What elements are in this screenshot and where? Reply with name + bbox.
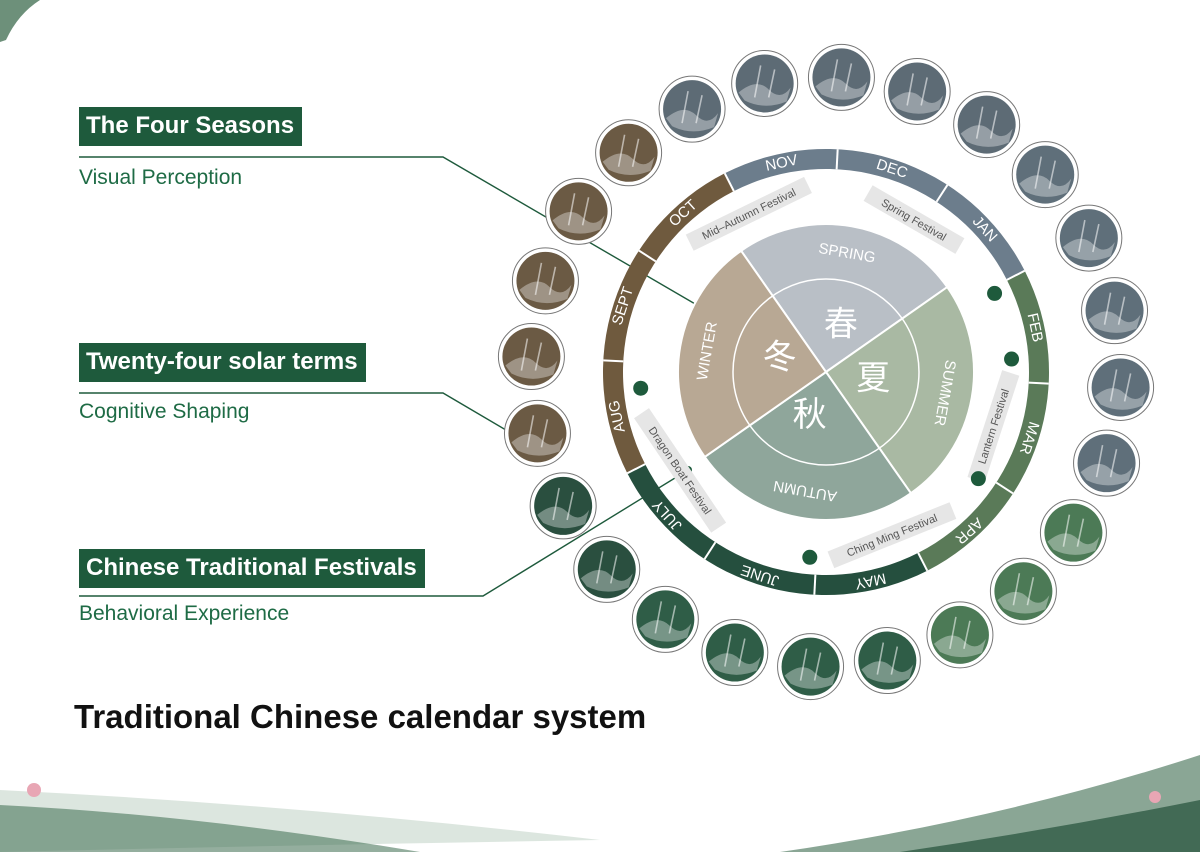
festival-marker — [1004, 351, 1020, 367]
solar-term-thumbnail — [1011, 141, 1079, 209]
solar-term-thumbnail — [807, 43, 875, 111]
season-sector — [824, 285, 975, 495]
solar-term-thumbnail — [1081, 277, 1149, 345]
solar-term-thumbnail — [883, 57, 951, 125]
solar-term-thumbnail — [658, 75, 726, 143]
solar-term-thumbnail — [503, 399, 571, 467]
solar-term-thumbnail — [1087, 353, 1155, 421]
season-character: 春 — [824, 304, 858, 344]
month-label: AUG — [605, 399, 628, 434]
festival-marker — [970, 471, 986, 487]
category-subtitle-festivals: Behavioral Experience — [79, 602, 290, 625]
solar-term-thumbnail — [926, 601, 994, 669]
solar-term-thumbnails — [497, 43, 1155, 701]
connector-line — [79, 469, 689, 597]
category-subtitle-seasons: Visual Perception — [79, 166, 243, 189]
solar-term-thumbnail — [497, 323, 565, 391]
category-heading-festivals: Chinese Traditional Festivals — [79, 549, 425, 588]
festival-name: Spring Festival — [879, 197, 948, 244]
month-label: FEB — [1024, 312, 1047, 344]
solar-term-thumbnail — [777, 633, 845, 701]
page-title: Traditional Chinese calendar system — [74, 698, 647, 735]
season-character: 冬 — [763, 338, 797, 378]
month-ring-segment — [918, 270, 1050, 571]
category-subtitle-solar-terms: Cognitive Shaping — [79, 400, 250, 423]
solar-term-thumbnail — [953, 91, 1021, 159]
solar-term-thumbnail — [853, 627, 921, 695]
solar-term-thumbnail — [989, 557, 1057, 625]
solar-term-thumbnail — [595, 119, 663, 187]
season-sector — [739, 223, 949, 374]
month-ring-segment — [627, 464, 928, 596]
month-ring-segment — [724, 149, 1025, 280]
solar-term-thumbnail — [1039, 499, 1107, 567]
month-label: MAY — [853, 569, 887, 592]
month-ring-segment — [603, 173, 734, 474]
solar-term-thumbnail — [511, 247, 579, 315]
month-label: NOV — [764, 151, 799, 174]
solar-term-thumbnail — [1073, 429, 1141, 497]
season-character: 秋 — [793, 395, 827, 435]
festival-marker — [987, 285, 1003, 301]
connector-line — [79, 156, 758, 341]
solar-term-thumbnail — [731, 49, 799, 117]
flower-icon — [1149, 791, 1161, 803]
solar-term-thumbnail — [529, 472, 597, 540]
solar-term-thumbnail — [631, 585, 699, 653]
solar-term-thumbnail — [1055, 204, 1123, 272]
season-sector — [703, 370, 913, 521]
festival-marker — [802, 549, 818, 565]
solar-term-thumbnail — [545, 177, 613, 245]
solar-term-thumbnail — [701, 619, 769, 687]
category-heading-solar-terms: Twenty-four solar terms — [79, 343, 366, 382]
solar-term-thumbnail — [573, 535, 641, 603]
festival-marker — [633, 380, 649, 396]
category-heading-seasons: The Four Seasons — [79, 107, 303, 146]
season-sector — [677, 249, 828, 459]
flower-icon — [27, 783, 41, 797]
season-character: 夏 — [856, 358, 890, 398]
